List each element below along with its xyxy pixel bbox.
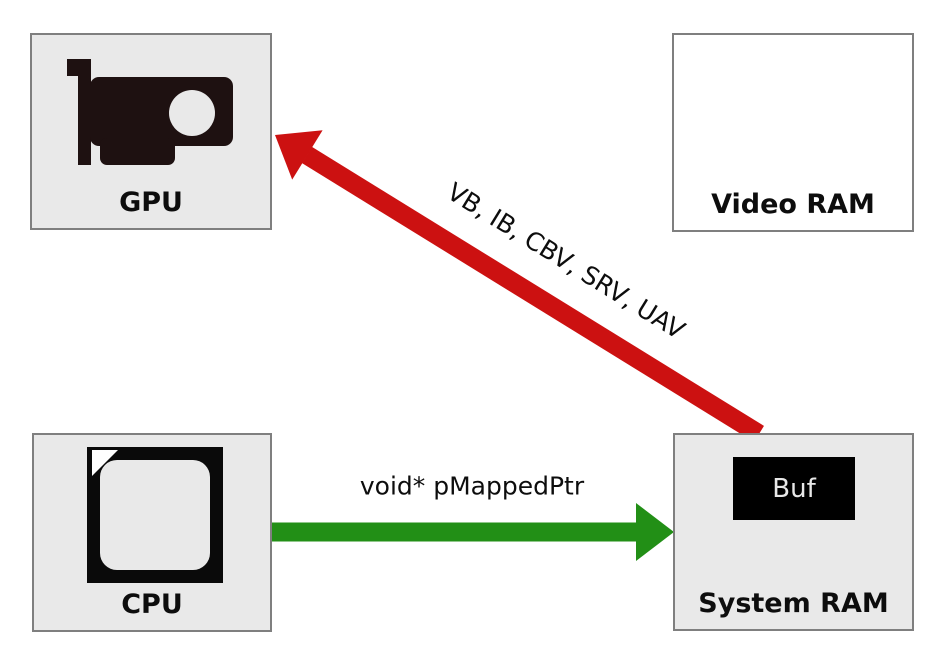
video-ram-box: Video RAM [672,33,914,232]
cpu-label: CPU [121,589,183,620]
system-ram-box: Buf System RAM [673,433,914,631]
buffer-label: Buf [772,473,816,504]
map-arrow-head [636,503,674,561]
cpu-box: CPU [32,433,272,632]
buffer-rect: Buf [733,457,855,520]
gpu-box: GPU [30,33,272,230]
map-arrow-label: void* pMappedPtr [359,471,585,501]
upload-arrow-head [275,130,323,180]
upload-arrow-label: VB, IB, CBV, SRV, UAV [442,177,690,345]
gpu-label: GPU [119,187,183,218]
cpu-chip-icon [87,447,223,583]
system-ram-label: System RAM [698,588,889,619]
graphics-card-icon [67,59,233,165]
video-ram-label: Video RAM [711,189,875,220]
